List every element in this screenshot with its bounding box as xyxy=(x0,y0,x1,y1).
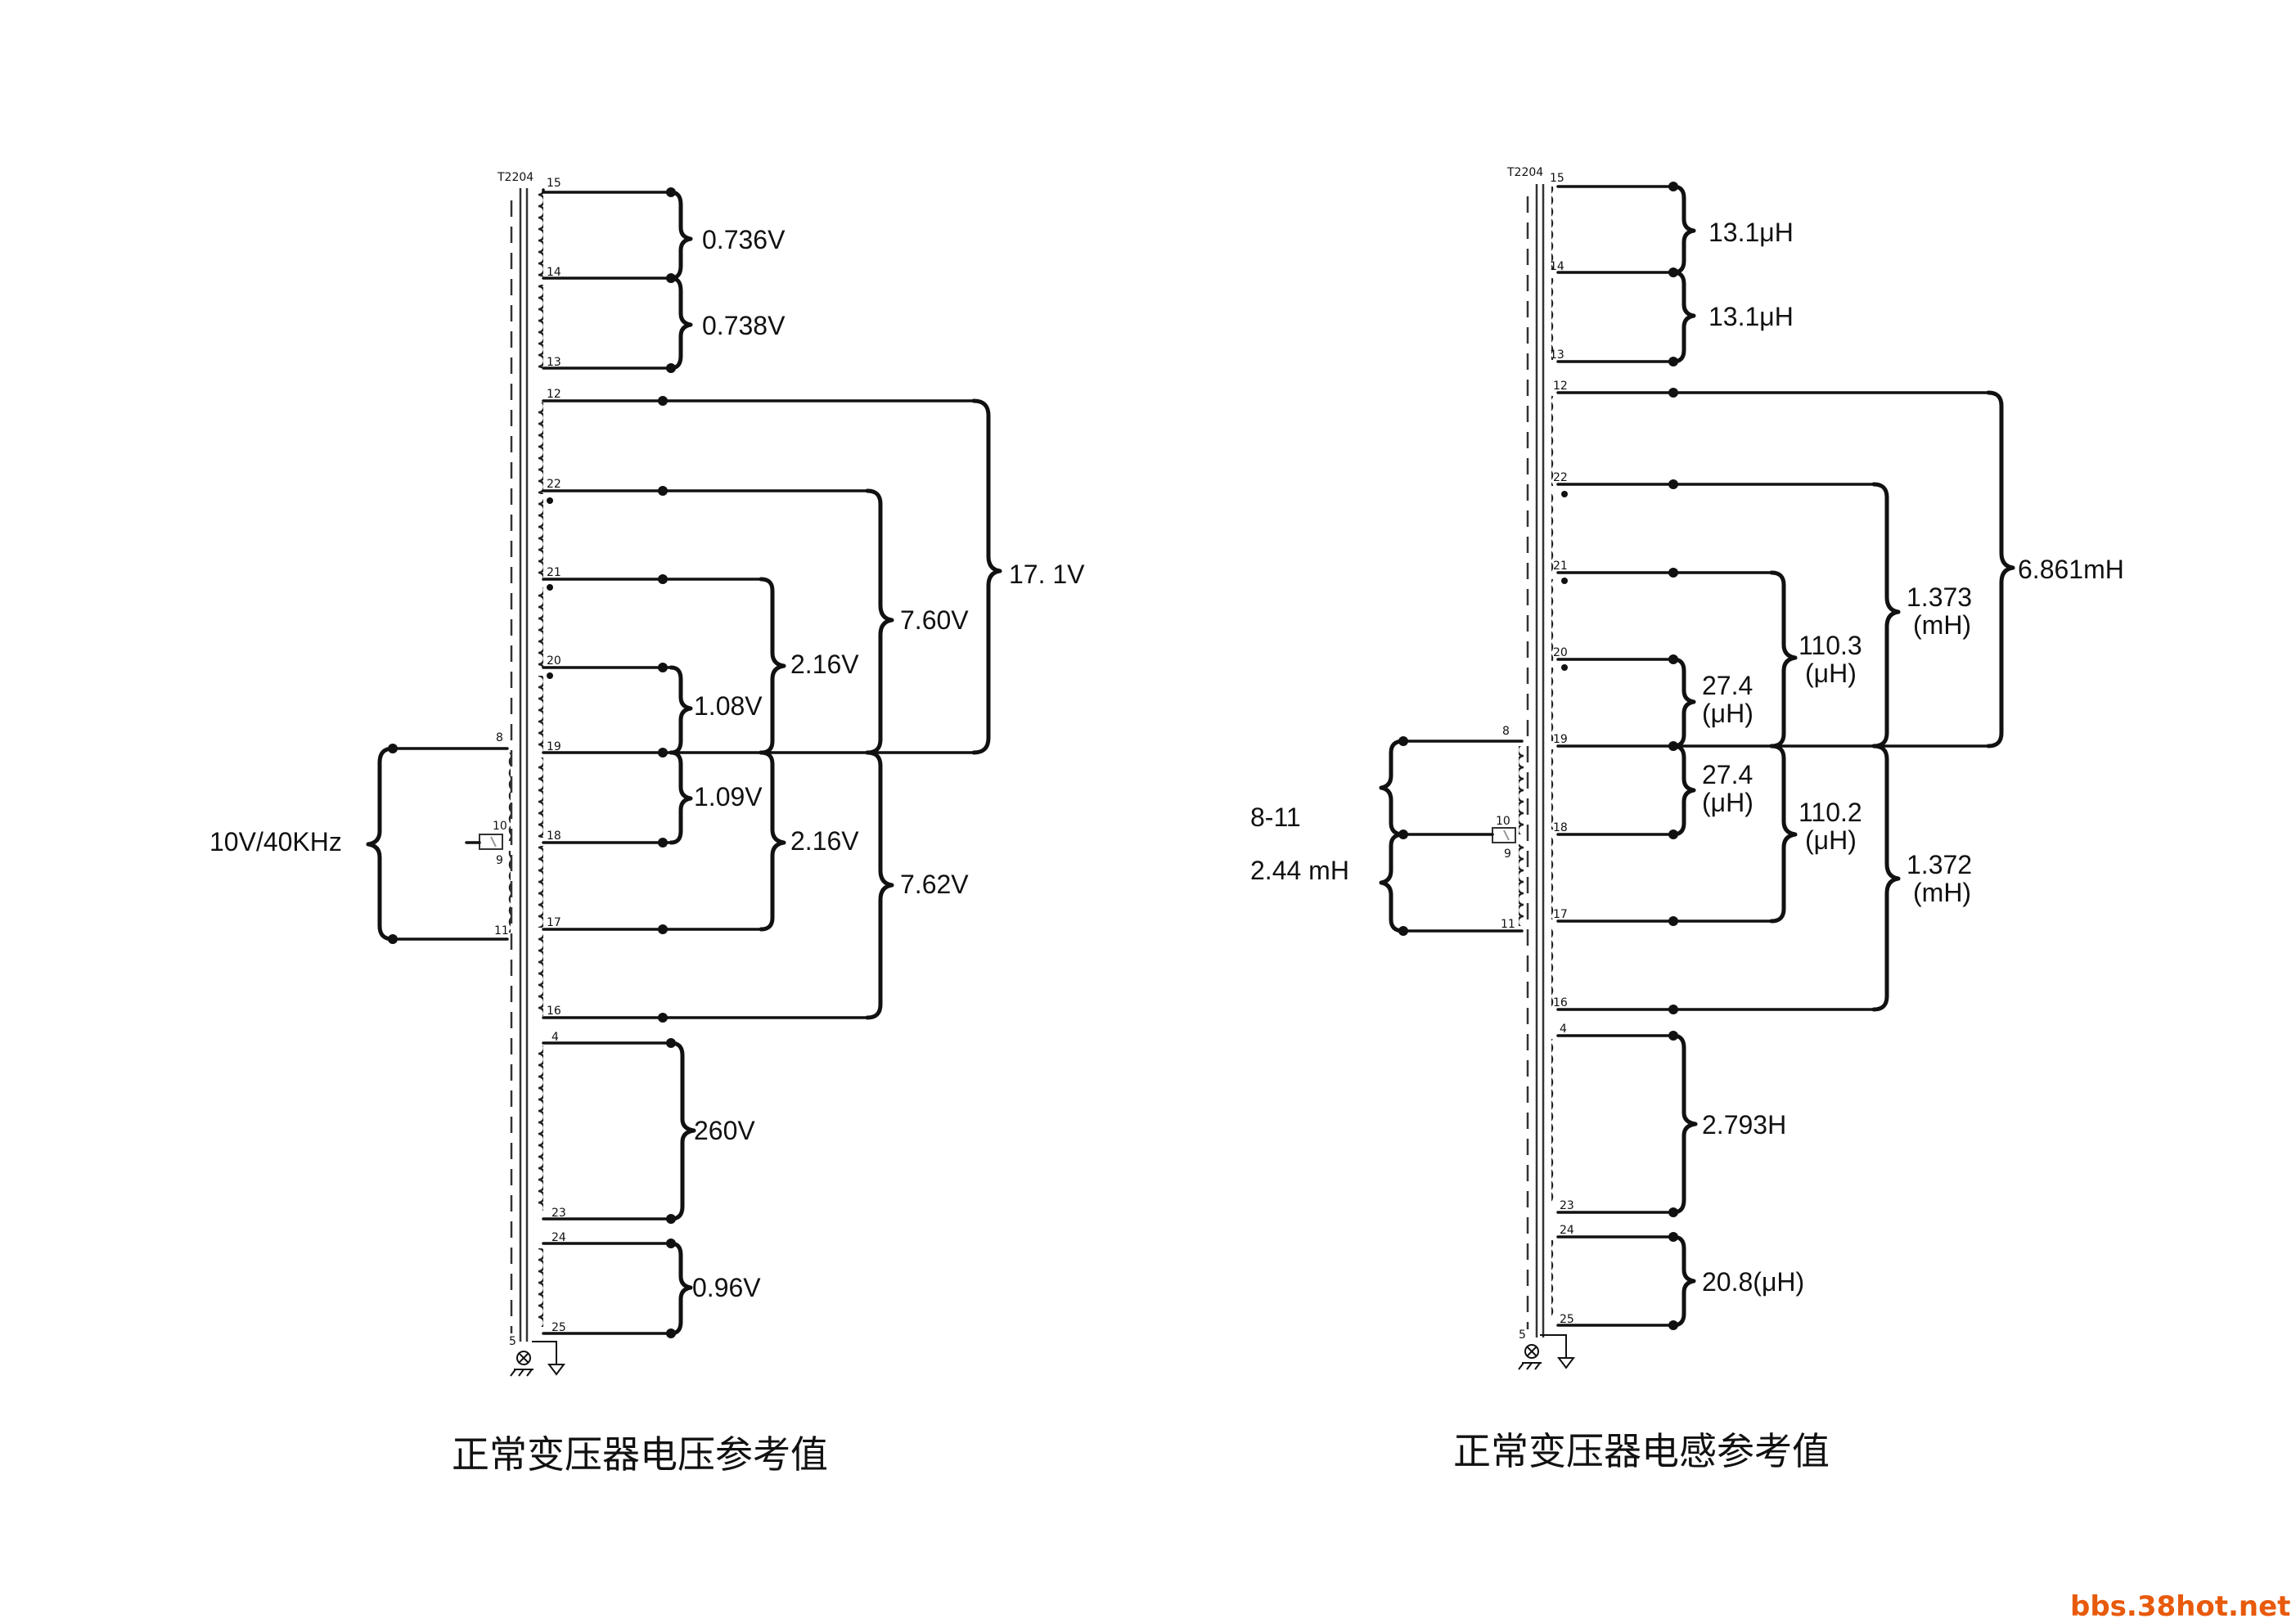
voltage-diagram: T2204 xyxy=(209,171,1085,1477)
pin-8: 8 xyxy=(1502,725,1510,738)
pin-10: 10 xyxy=(493,820,507,833)
value-22-19-unit: (mH) xyxy=(1913,610,1971,640)
pin-18: 18 xyxy=(547,829,561,843)
primary-winding xyxy=(1492,746,1525,926)
value-19-18: 1.09V xyxy=(694,782,763,812)
secondary-windings xyxy=(537,190,543,1327)
pin-15: 15 xyxy=(1550,172,1564,185)
lead-lines xyxy=(1402,185,1990,1327)
value-21-19-unit: (μH) xyxy=(1805,659,1857,688)
pin-17: 17 xyxy=(1553,908,1568,921)
pin-11: 11 xyxy=(494,924,509,937)
pin-24: 24 xyxy=(551,1231,566,1244)
ground-symbols xyxy=(510,1341,565,1377)
value-24-25: 0.96V xyxy=(692,1273,761,1302)
pin-23: 23 xyxy=(551,1207,566,1220)
value-15-14: 13.1μH xyxy=(1708,218,1794,247)
junction-dots xyxy=(1398,182,1678,1330)
value-20-19-number: 27.4 xyxy=(1702,671,1753,700)
value-19-18-number: 27.4 xyxy=(1702,760,1753,789)
pin-21: 21 xyxy=(1553,560,1568,573)
junction-dots xyxy=(388,187,676,1338)
value-19-18-unit: (μH) xyxy=(1702,788,1754,817)
pin-13: 13 xyxy=(547,356,561,369)
pin-24: 24 xyxy=(1560,1224,1574,1237)
transformer-ref: T2204 xyxy=(497,171,533,184)
transformer-ref: T2204 xyxy=(1506,166,1543,179)
value-19-17-number: 110.2 xyxy=(1799,798,1862,827)
value-primary-pins: 8-11 xyxy=(1250,803,1301,832)
pin-17: 17 xyxy=(547,916,561,929)
transformer-core xyxy=(510,188,529,1342)
pin-20: 20 xyxy=(547,654,561,668)
pin-25: 25 xyxy=(1560,1313,1574,1326)
pin-16: 16 xyxy=(547,1005,561,1018)
value-19-16-number: 1.372 xyxy=(1907,850,1972,879)
value-15-14: 0.736V xyxy=(702,225,786,254)
pin-9: 9 xyxy=(496,854,503,867)
value-21-19: 2.16V xyxy=(790,650,859,679)
value-19-17: 2.16V xyxy=(790,826,859,856)
pin-19: 19 xyxy=(1553,733,1568,746)
ground-symbols xyxy=(1518,1334,1575,1370)
value-20-19: 1.08V xyxy=(694,691,763,721)
value-14-13: 0.738V xyxy=(702,311,786,340)
pin-4: 4 xyxy=(551,1031,559,1044)
pin-23: 23 xyxy=(1560,1199,1574,1212)
value-4-23: 260V xyxy=(694,1116,755,1145)
transformer-core xyxy=(1526,184,1545,1338)
value-21-19-number: 110.3 xyxy=(1799,631,1862,660)
pin-22: 22 xyxy=(1553,471,1568,484)
primary-winding xyxy=(479,753,511,933)
value-14-13: 13.1μH xyxy=(1708,302,1794,331)
value-19-16-unit: (mH) xyxy=(1913,878,1971,907)
pin-12: 12 xyxy=(547,388,561,401)
pin-10: 10 xyxy=(1496,815,1510,828)
watermark: bbs.38hot.net xyxy=(2070,1590,2290,1623)
pin-11: 11 xyxy=(1501,918,1515,931)
pin-14: 14 xyxy=(547,266,561,279)
pin-5: 5 xyxy=(1519,1329,1526,1342)
pin-4: 4 xyxy=(1560,1023,1567,1036)
pin-22: 22 xyxy=(547,478,561,491)
pin-12: 12 xyxy=(1553,380,1568,393)
pin-18: 18 xyxy=(1553,821,1568,834)
value-19-16: 7.62V xyxy=(900,870,969,899)
pin-labels: 15 14 13 12 22 21 20 19 18 17 16 4 23 24… xyxy=(1496,172,1574,1342)
pin-8: 8 xyxy=(496,731,503,744)
value-19-17-unit: (μH) xyxy=(1805,825,1857,855)
pin-19: 19 xyxy=(547,740,561,753)
pin-5: 5 xyxy=(509,1335,516,1348)
measurement-braces xyxy=(1379,184,2015,1328)
value-24-25: 20.8(μH) xyxy=(1702,1267,1804,1297)
pin-labels: 15 14 13 12 22 21 20 19 18 17 16 4 23 24… xyxy=(493,177,566,1348)
measurement-braces xyxy=(366,190,1002,1336)
caption-voltage: 正常变压器电压参考值 xyxy=(452,1432,828,1477)
value-primary: 2.44 mH xyxy=(1250,856,1349,885)
value-20-19-unit: (μH) xyxy=(1702,699,1754,728)
voltage-values: 0.736V 0.738V 17. 1V 7.60V 2.16V 1.08V 1… xyxy=(209,225,1085,1302)
value-12-19: 17. 1V xyxy=(1009,560,1085,589)
value-22-19-number: 1.373 xyxy=(1907,582,1972,612)
inductance-diagram: T2204 xyxy=(1250,166,2124,1473)
caption-inductance: 正常变压器电感参考值 xyxy=(1453,1429,1830,1473)
inductance-values: 13.1μH 13.1μH 6.861mH 1.373 (mH) 110.3 (… xyxy=(1250,218,2124,1297)
value-4-23: 2.793H xyxy=(1702,1110,1786,1140)
pin-21: 21 xyxy=(547,566,561,579)
pin-13: 13 xyxy=(1550,348,1564,362)
pin-25: 25 xyxy=(551,1321,566,1334)
pin-16: 16 xyxy=(1553,996,1568,1009)
value-22-19: 7.60V xyxy=(900,605,969,635)
pin-9: 9 xyxy=(1504,847,1511,861)
secondary-windings xyxy=(1551,187,1558,1317)
value-12-19: 6.861mH xyxy=(2018,555,2124,584)
lead-lines xyxy=(391,188,975,1335)
value-primary: 10V/40KHz xyxy=(209,827,342,856)
pin-15: 15 xyxy=(547,177,561,190)
pin-14: 14 xyxy=(1550,260,1564,273)
pin-20: 20 xyxy=(1553,646,1568,659)
